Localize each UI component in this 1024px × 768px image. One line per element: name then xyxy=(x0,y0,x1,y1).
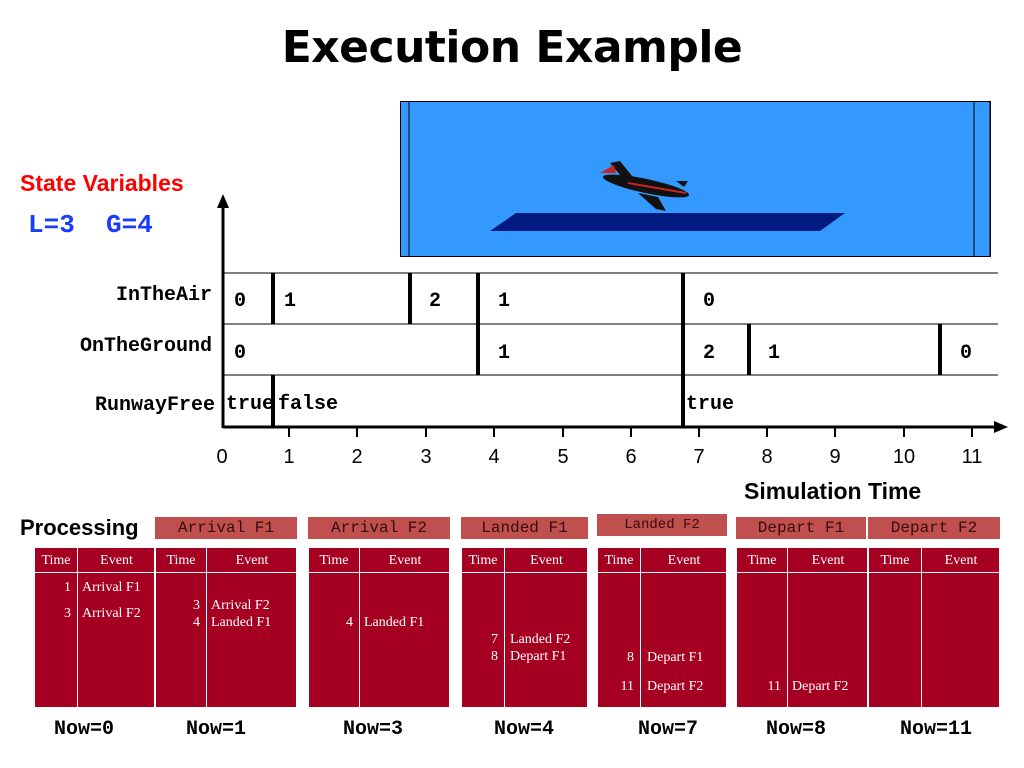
row-label-intheair: InTheAir xyxy=(12,284,212,307)
event-col-header: Event xyxy=(505,553,588,569)
tick-label: 9 xyxy=(820,446,850,469)
intheair-value: 0 xyxy=(234,290,246,313)
time-cell: 11 xyxy=(598,679,634,695)
event-header: Depart F1 xyxy=(736,517,866,539)
event-list-table: Time Event xyxy=(868,547,1000,708)
row-label-runwayfree: RunwayFree xyxy=(15,394,215,417)
time-cell: 8 xyxy=(462,649,498,665)
event-list-table: Time Event 3 Arrival F2 4 Landed F1 xyxy=(155,547,297,708)
event-list-table: Time Event 4 Landed F1 xyxy=(308,547,450,708)
time-header: Time xyxy=(156,553,206,569)
event-list-table: Time Event 11 Depart F2 xyxy=(736,547,868,708)
tick-label: 3 xyxy=(411,446,441,469)
ontheground-value: 0 xyxy=(234,342,246,365)
time-header: Time xyxy=(309,553,359,569)
time-cell: 4 xyxy=(156,615,200,631)
time-cell: 4 xyxy=(309,615,353,631)
intheair-value: 2 xyxy=(429,290,441,313)
event-cell: Depart F2 xyxy=(647,679,703,695)
event-cell: Landed F1 xyxy=(364,615,424,631)
tick-label: 6 xyxy=(616,446,646,469)
ontheground-value: 1 xyxy=(498,342,510,365)
event-cell: Arrival F1 xyxy=(82,580,141,596)
runwayfree-value: false xyxy=(278,393,338,416)
tick-label: 8 xyxy=(752,446,782,469)
event-cell: Depart F1 xyxy=(647,650,703,666)
time-header: Time xyxy=(869,553,921,569)
time-cell: 1 xyxy=(35,580,71,596)
event-col-header: Event xyxy=(641,553,727,569)
tick-label: 5 xyxy=(548,446,578,469)
event-col-header: Event xyxy=(788,553,868,569)
event-cell: Arrival F2 xyxy=(211,598,270,614)
tick-label: 0 xyxy=(207,446,237,469)
tick-label: 4 xyxy=(479,446,509,469)
tick-label: 1 xyxy=(274,446,304,469)
time-cell: 11 xyxy=(737,679,781,695)
event-col-header: Event xyxy=(360,553,450,569)
ontheground-value: 1 xyxy=(768,342,780,365)
event-cell: Depart F2 xyxy=(792,679,848,695)
event-header: Depart F2 xyxy=(868,517,1000,539)
tick-label: 2 xyxy=(342,446,372,469)
tick-label: 10 xyxy=(889,446,919,469)
event-col-header: Event xyxy=(922,553,1000,569)
event-header: Landed F2 xyxy=(597,514,727,536)
event-list-table: Time Event 8 Depart F1 11 Depart F2 xyxy=(597,547,727,708)
runwayfree-value: true xyxy=(226,393,272,416)
tick-label: 11 xyxy=(957,446,987,469)
now-label: Now=0 xyxy=(54,718,114,741)
now-label: Now=11 xyxy=(900,718,972,741)
runwayfree-value: true xyxy=(686,393,734,416)
intheair-value: 1 xyxy=(498,290,510,313)
time-header: Time xyxy=(35,553,77,569)
event-cell: Landed F2 xyxy=(510,632,570,648)
event-cell: Depart F1 xyxy=(510,649,566,665)
ontheground-value: 0 xyxy=(960,342,972,365)
time-cell: 7 xyxy=(462,632,498,648)
intheair-value: 1 xyxy=(284,290,296,313)
axis-title: Simulation Time xyxy=(744,478,921,505)
time-cell: 3 xyxy=(156,598,200,614)
time-header: Time xyxy=(598,553,640,569)
time-cell: 3 xyxy=(35,606,71,622)
now-label: Now=7 xyxy=(638,718,698,741)
now-label: Now=8 xyxy=(766,718,826,741)
event-col-header: Event xyxy=(78,553,155,569)
tick-label: 7 xyxy=(684,446,714,469)
event-list-table: Time Event 1 Arrival F1 3 Arrival F2 xyxy=(34,547,155,708)
event-header: Landed F1 xyxy=(461,517,588,539)
event-cell: Landed F1 xyxy=(211,615,271,631)
ontheground-value: 2 xyxy=(703,342,715,365)
event-cell: Arrival F2 xyxy=(82,606,141,622)
intheair-value: 0 xyxy=(703,290,715,313)
processing-label: Processing xyxy=(20,515,139,541)
event-header: Arrival F2 xyxy=(308,517,450,539)
now-label: Now=3 xyxy=(343,718,403,741)
now-label: Now=1 xyxy=(186,718,246,741)
event-col-header: Event xyxy=(207,553,297,569)
time-header: Time xyxy=(462,553,504,569)
row-label-ontheground: OnTheGround xyxy=(12,335,212,358)
event-list-table: Time Event 7 Landed F2 8 Depart F1 xyxy=(461,547,588,708)
event-header: Arrival F1 xyxy=(155,517,297,539)
time-cell: 8 xyxy=(598,650,634,666)
time-header: Time xyxy=(737,553,787,569)
now-label: Now=4 xyxy=(494,718,554,741)
